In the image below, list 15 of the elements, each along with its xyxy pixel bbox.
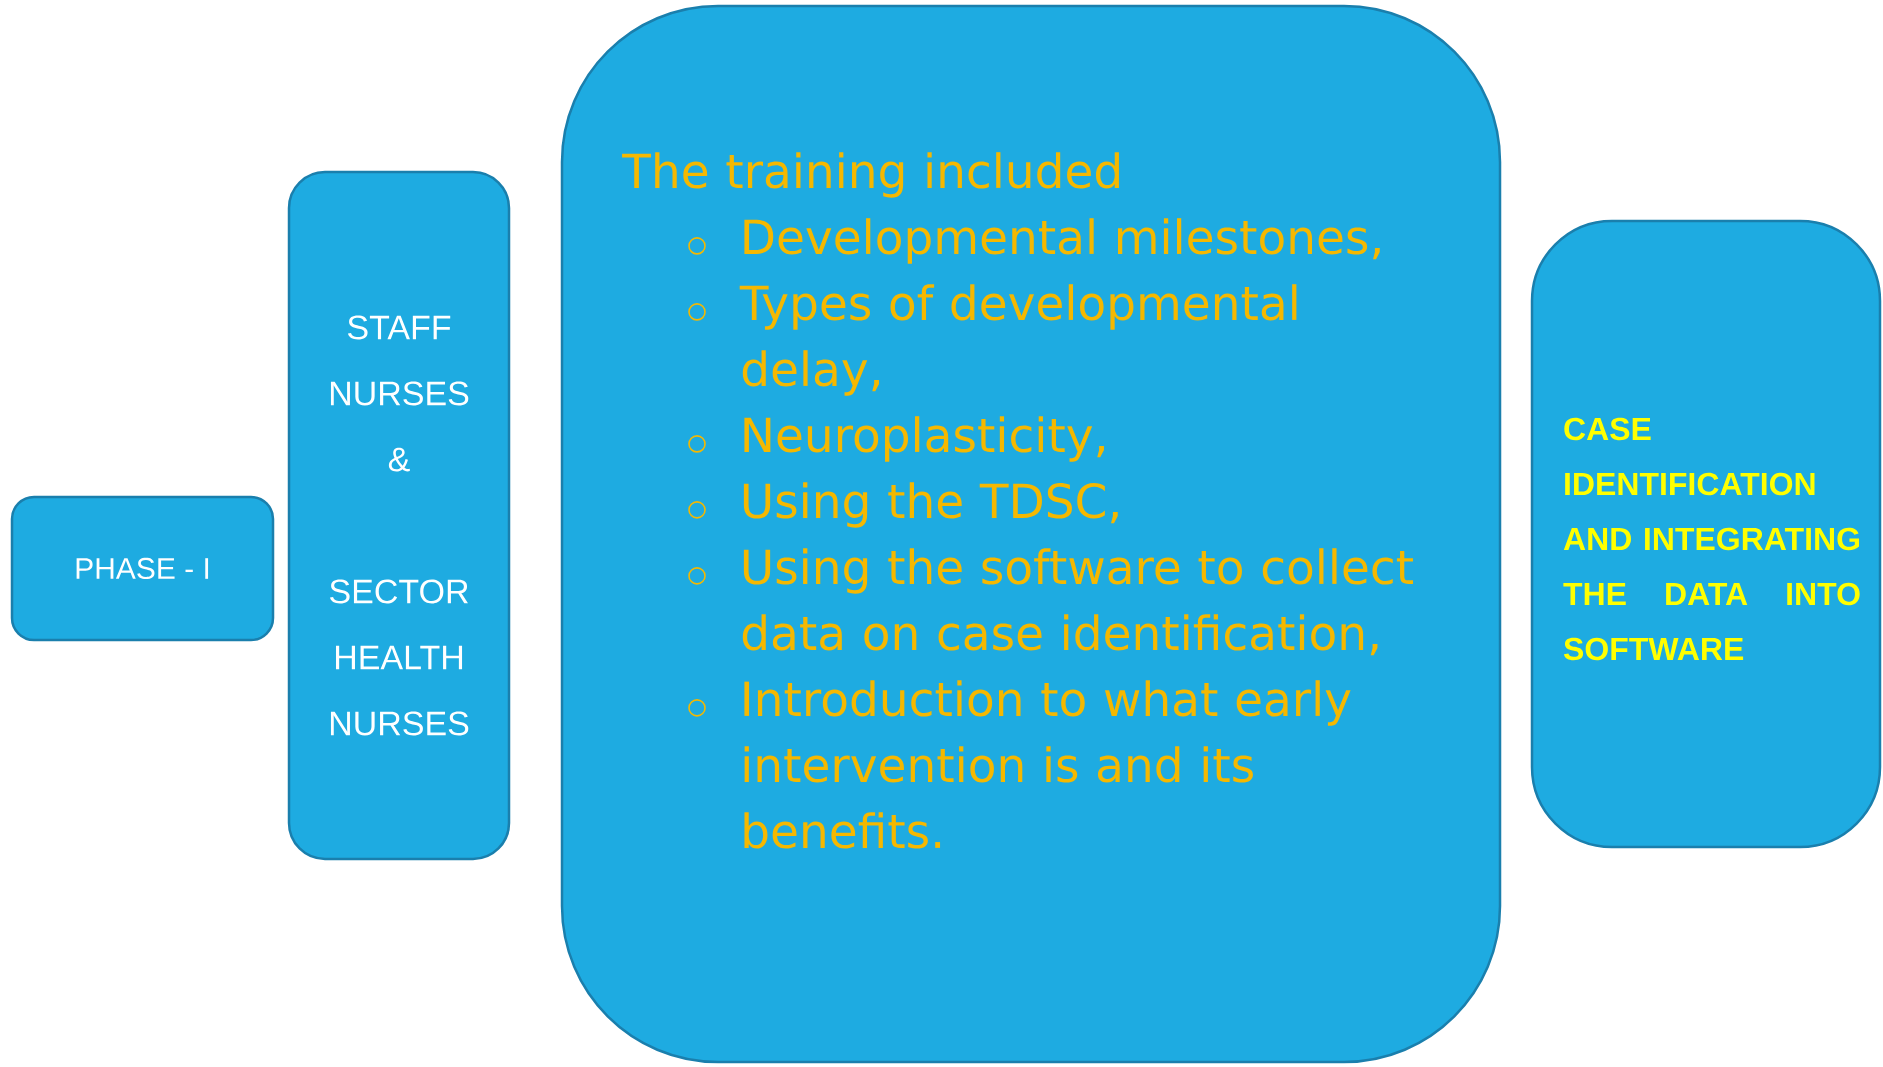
box-label: STAFF NURSES & xyxy=(330,315,469,472)
list-item: Introduction to what early intervention is and its benefits. xyxy=(744,680,1351,849)
rounded-box xyxy=(287,170,511,861)
list-item: Using the TDSC, xyxy=(743,482,1118,528)
rounded-box xyxy=(10,495,275,642)
box-label: CASE IDENTIFICATION AND INTEGRATING THE DATA INTO SOFTWARE xyxy=(1563,417,1860,661)
list-heading: The training included xyxy=(622,152,1119,198)
list-item: Types of developmental delay, xyxy=(739,284,1297,396)
rounded-box xyxy=(560,4,1502,1064)
list-item: Neuroplasticity, xyxy=(744,416,1104,462)
box-label: PHASE - I xyxy=(76,557,209,580)
list-item: Developmental milestones, xyxy=(744,218,1380,264)
rounded-box xyxy=(1530,219,1882,849)
box-label: SECTOR HEALTH NURSES xyxy=(330,579,469,736)
list-item: Using the software to collect data on case identification, xyxy=(742,548,1413,656)
